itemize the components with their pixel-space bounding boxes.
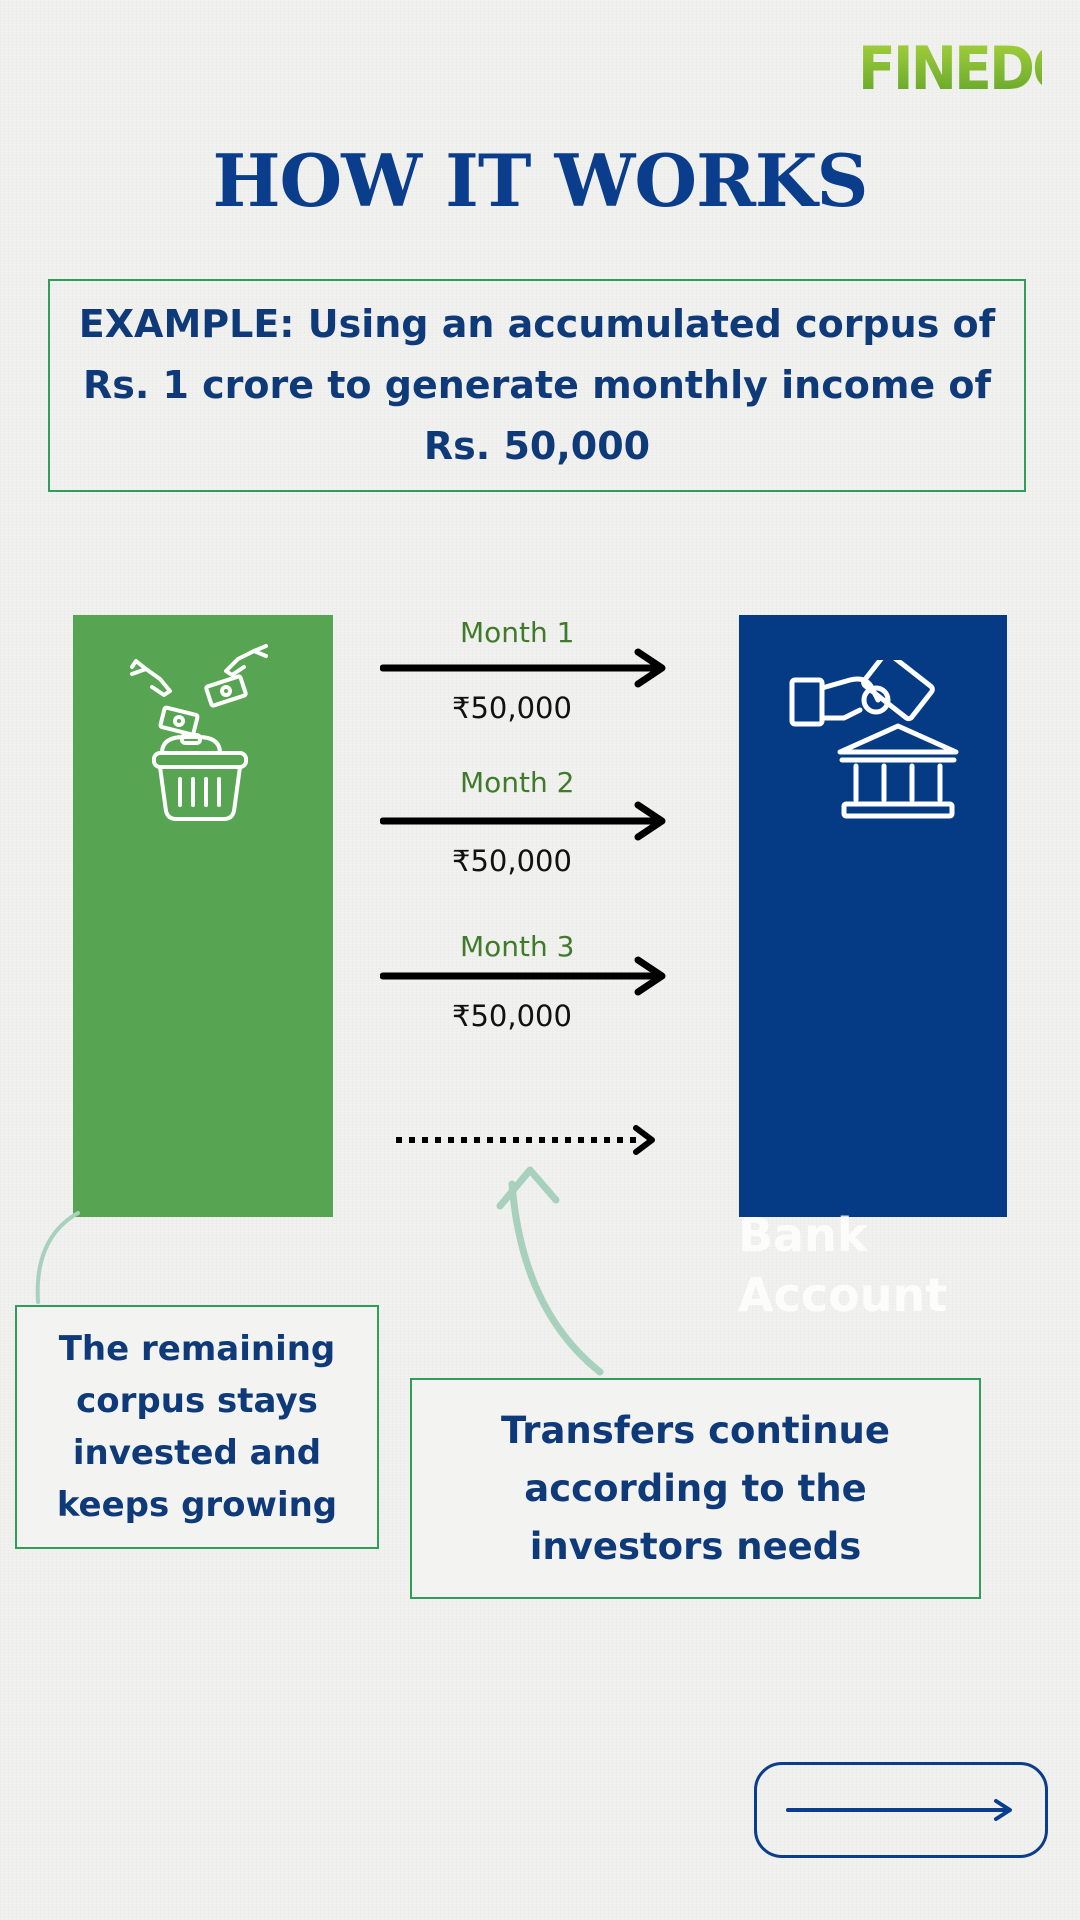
note-transfers-continue: Transfers continue according to the inve… [410, 1378, 981, 1599]
note-corpus-growing: The remaining corpus stays invested and … [15, 1305, 379, 1549]
bank-caption-line2: Account [738, 1268, 948, 1322]
amount-label: ₹50,000 [452, 691, 572, 725]
curve-arrow-left [35, 1211, 80, 1304]
amount-label: ₹50,000 [452, 999, 572, 1033]
hand-bank-icon [789, 660, 959, 819]
next-button[interactable] [754, 1762, 1048, 1858]
continuation-arrow [396, 1125, 655, 1155]
page-title: HOW IT WORKS [212, 138, 869, 223]
bank-caption-line1: Bank [738, 1208, 868, 1262]
curve-arrow-right-head [496, 1166, 560, 1210]
amount-label: ₹50,000 [452, 844, 572, 878]
example-box: EXAMPLE: Using an accumulated corpus of … [48, 279, 1026, 492]
transfer-arrow [380, 801, 666, 841]
note-left-text: The remaining corpus stays invested and … [56, 1329, 338, 1525]
example-text: EXAMPLE: Using an accumulated corpus of … [78, 302, 996, 468]
month-label: Month 2 [460, 766, 575, 799]
transfer-arrow [380, 956, 666, 996]
arrow-right-icon [786, 1799, 1012, 1821]
note-right-text: Transfers continue according to the inve… [501, 1408, 890, 1568]
month-label: Month 1 [460, 616, 575, 649]
corpus-column [73, 615, 333, 1217]
curve-arrow-right [508, 1180, 604, 1376]
month-label: Month 3 [460, 930, 575, 963]
finedge-logo: FINEDGE [858, 36, 1080, 102]
bank-column [739, 615, 1007, 1217]
transfer-arrow [380, 648, 666, 688]
money-basket-icon [130, 644, 268, 821]
bank-caption: Bank Account [738, 1205, 948, 1325]
